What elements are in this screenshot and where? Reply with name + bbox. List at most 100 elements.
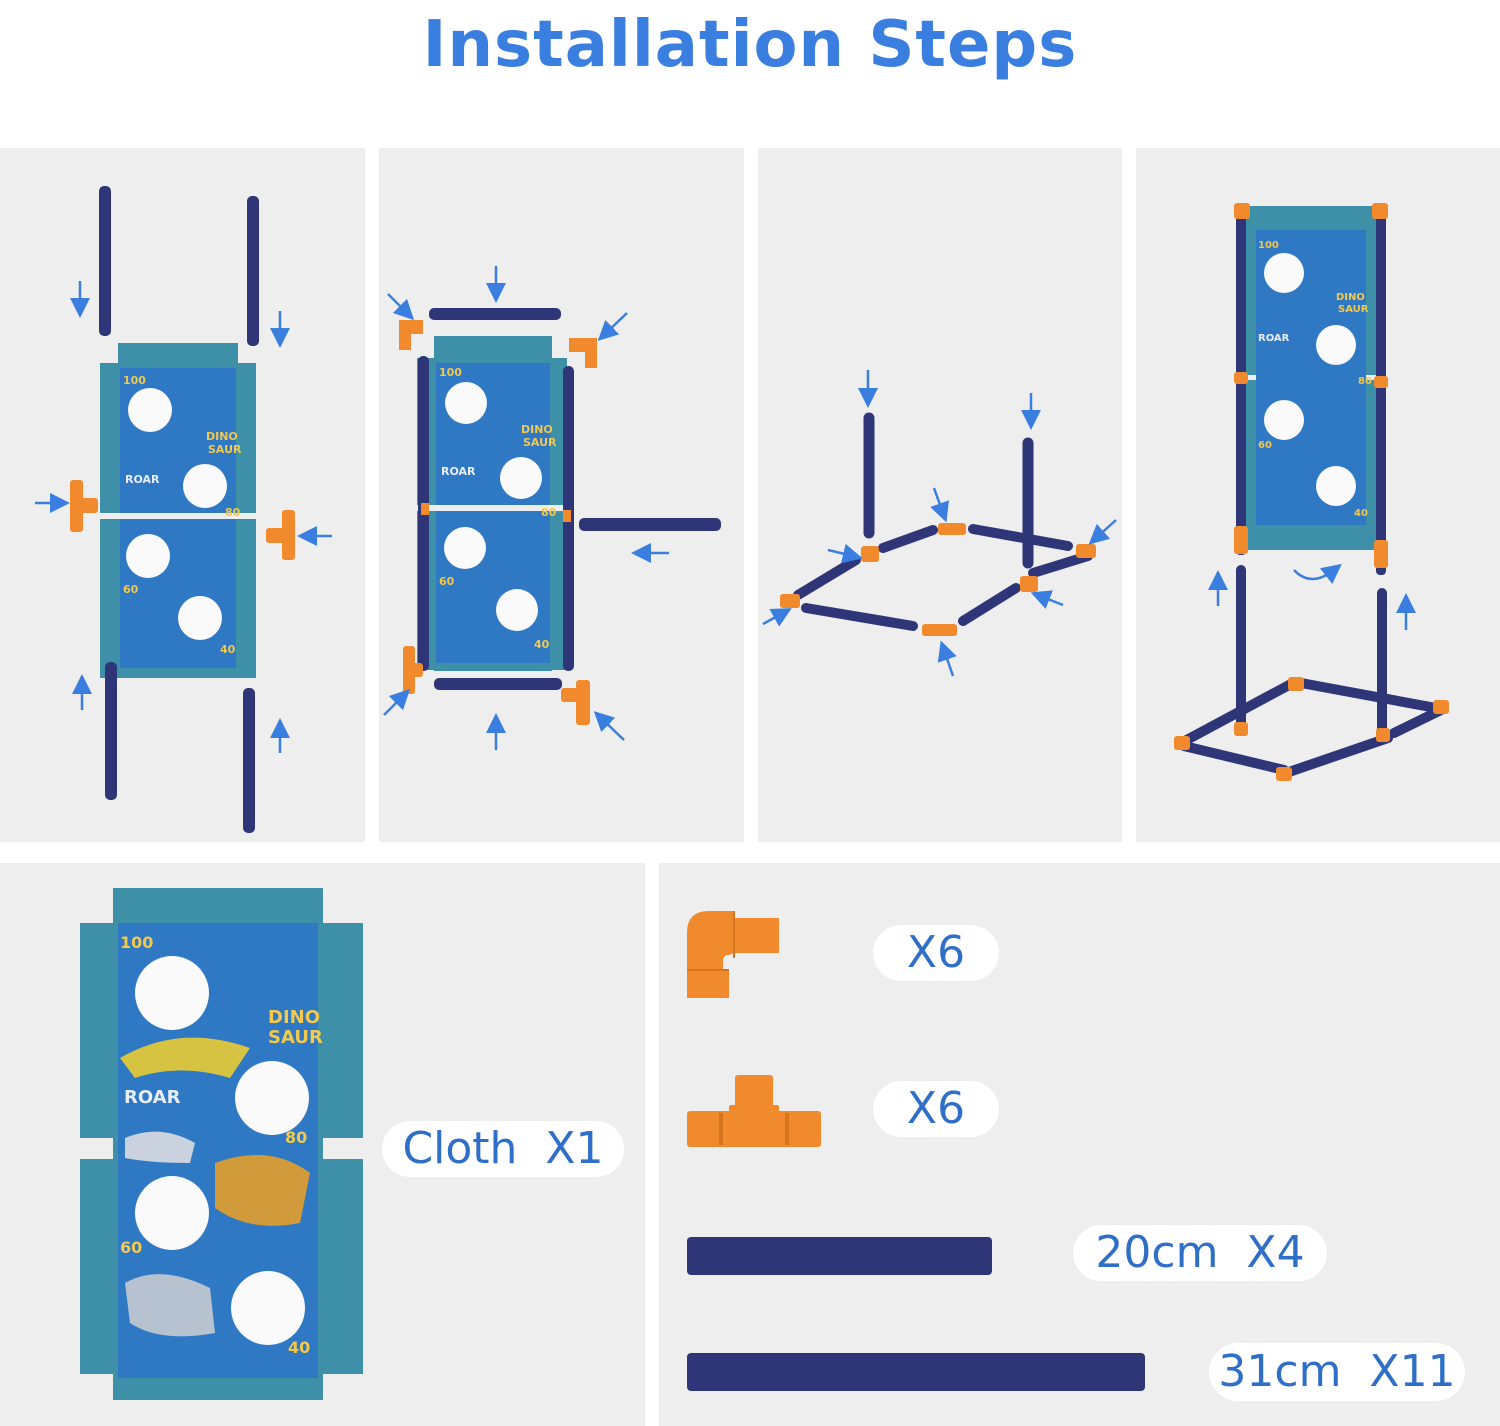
short-pipe-icon: [687, 1237, 992, 1275]
score-label: 40: [534, 638, 550, 651]
parts-panel: X6 X6 20cm X4 31cm X11: [659, 863, 1500, 1426]
score-label: 60: [439, 575, 455, 588]
tee-connector-icon: [687, 1075, 821, 1147]
step-panel-3: [758, 148, 1122, 842]
pipe: [1281, 733, 1393, 778]
pipe: [579, 518, 721, 531]
target-cloth: 100 80 60 40 DINO SAUR ROAR: [417, 336, 567, 671]
elbow-connector: [780, 594, 800, 608]
elbow-connector: [399, 320, 423, 350]
tee-connector: [861, 546, 879, 562]
pipe: [793, 555, 861, 600]
score-label: 80: [541, 506, 557, 519]
roar-label: ROAR: [125, 473, 160, 486]
dino-label: DINO: [206, 430, 238, 443]
elbow-connector: [922, 624, 957, 636]
pipe: [243, 688, 255, 833]
target-hole: [135, 956, 209, 1030]
target-hole: [1264, 400, 1304, 440]
target-hole: [231, 1271, 305, 1345]
tee-connector: [1374, 540, 1388, 568]
score-label: 80: [285, 1128, 307, 1147]
target-cloth: 100 80 60 40 DINO SAUR ROAR: [1236, 210, 1386, 550]
tee-connector: [1234, 722, 1248, 736]
target-hole: [235, 1061, 309, 1135]
saur-label: SAUR: [1338, 304, 1369, 315]
score-label: 60: [120, 1238, 142, 1257]
elbow-connector: [938, 523, 966, 535]
pipe: [105, 662, 117, 800]
target-hole: [500, 457, 542, 499]
score-label: 40: [288, 1338, 310, 1357]
pipe: [434, 678, 562, 690]
long-pipe-icon: [687, 1353, 1145, 1391]
score-label: 40: [220, 643, 236, 656]
score-label: 40: [1354, 508, 1368, 519]
target-hole: [496, 589, 538, 631]
cloth-icon: 100 80 60 40 DINO SAUR ROAR: [80, 888, 363, 1400]
dino-label: DINO: [268, 1007, 320, 1028]
roar-label: ROAR: [1258, 333, 1290, 344]
score-label: 60: [123, 583, 139, 596]
pipe: [878, 525, 938, 553]
pipe: [429, 308, 561, 320]
tee-connector: [576, 680, 590, 725]
target-hole: [128, 388, 172, 432]
arrow-icon: [1088, 519, 1117, 545]
roar-label: ROAR: [441, 465, 476, 478]
score-label: 100: [123, 374, 146, 387]
tee-connector: [1020, 576, 1038, 592]
elbow-connector: [1372, 203, 1388, 219]
target-hole: [183, 464, 227, 508]
step-panel-2: 100 80 60 40 DINO SAUR ROAR: [379, 148, 744, 842]
arrow-icon: [1030, 590, 1064, 609]
page-title: Installation Steps: [422, 8, 1078, 82]
score-label: 60: [1258, 440, 1272, 451]
arrow-icon: [827, 543, 863, 564]
elbow-connector: [1174, 736, 1190, 750]
pipe: [247, 196, 259, 346]
score-label: 80: [225, 506, 241, 519]
saur-label: SAUR: [268, 1027, 323, 1048]
tee-connector: [1376, 728, 1390, 742]
dino-label: DINO: [1336, 292, 1365, 303]
arrow-icon: [597, 312, 628, 341]
elbow-connector: [1076, 544, 1096, 558]
step-panel-1: 100 80 60 40 DINO SAUR ROAR: [0, 148, 365, 842]
target-hole: [1316, 325, 1356, 365]
pipe: [1028, 551, 1093, 578]
short-pipe-count-label: 20cm X4: [1073, 1225, 1327, 1281]
arrow-icon: [762, 608, 792, 627]
pipe: [1389, 705, 1446, 738]
target-hole: [1316, 466, 1356, 506]
target-hole: [444, 527, 486, 569]
arrow-icon: [593, 711, 625, 741]
dino-label: DINO: [521, 423, 553, 436]
saur-label: SAUR: [208, 443, 242, 456]
arrow-icon: [930, 487, 950, 523]
target-cloth: 100 80 60 40 DINO SAUR ROAR: [100, 343, 256, 678]
score-label: 100: [1258, 240, 1279, 251]
target-hole: [135, 1176, 209, 1250]
arrow-icon: [383, 688, 411, 716]
arrow-icon: [387, 293, 415, 321]
pipe: [958, 583, 1021, 626]
tee-count-label: X6: [873, 1081, 999, 1137]
elbow-connector: [1276, 767, 1292, 781]
pipe: [1376, 210, 1386, 575]
score-label: 80: [1358, 376, 1372, 387]
rotate-arrow-icon: [1293, 563, 1342, 585]
target-hole: [126, 534, 170, 578]
pipe: [99, 186, 111, 336]
cloth-count-label: Cloth X1: [382, 1121, 624, 1177]
pipe: [1179, 741, 1289, 775]
elbow-count-label: X6: [873, 925, 999, 981]
cloth-part-panel: 100 80 60 40 DINO SAUR ROAR Cloth X1: [0, 863, 645, 1426]
elbow-connector: [1234, 203, 1250, 219]
tee-connector: [1234, 372, 1248, 384]
elbow-connector-icon: [687, 911, 779, 998]
pipe: [801, 603, 918, 631]
score-label: 100: [120, 933, 153, 952]
long-pipe-count-label: 31cm X11: [1209, 1343, 1465, 1401]
pipe: [968, 524, 1073, 551]
